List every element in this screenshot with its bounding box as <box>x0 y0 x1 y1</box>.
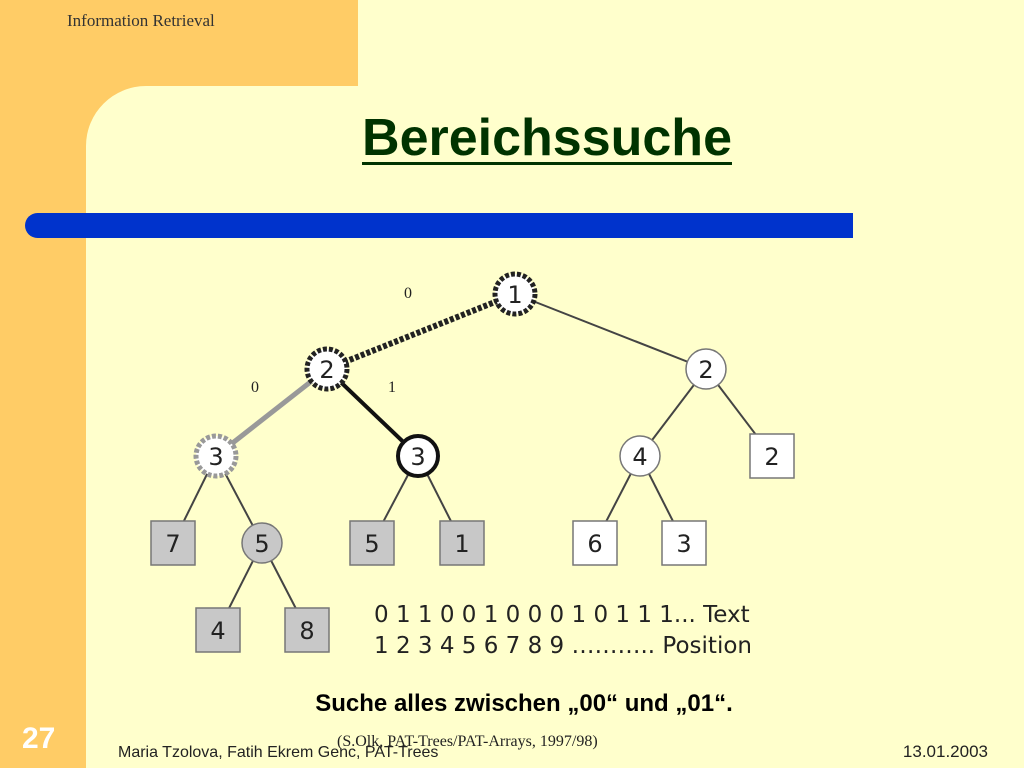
footer-authors: Maria Tzolova, Fatih Ekrem Genc, PAT-Tre… <box>118 744 439 761</box>
leaf-label: 6 <box>587 530 602 558</box>
tree-node <box>193 433 239 479</box>
title-divider-bar <box>25 213 853 238</box>
content-corner-curve <box>86 86 206 206</box>
text-bit-row: 0 1 1 0 0 1 0 0 0 1 0 1 1 1... Text <box>374 602 750 628</box>
node-label: 5 <box>254 530 269 558</box>
tree-leaf <box>749 433 795 479</box>
edge-label: 0 <box>251 379 259 396</box>
leaf-label: 8 <box>299 617 314 645</box>
leaf-label: 5 <box>364 530 379 558</box>
tree-node <box>396 434 440 478</box>
tree-leaf <box>195 607 241 653</box>
node-label: 1 <box>507 281 522 309</box>
leaf-label: 1 <box>454 530 469 558</box>
course-title: Information Retrieval <box>67 11 215 30</box>
node-label: 3 <box>208 443 223 471</box>
node-label: 2 <box>319 356 334 384</box>
slide-number: 27 <box>22 722 56 755</box>
slide-title: Bereichssuche <box>362 109 732 167</box>
tree-leaf <box>349 520 395 566</box>
search-path-edge <box>325 291 517 372</box>
tree-leaf <box>284 607 330 653</box>
edge-label: 0 <box>404 285 412 302</box>
tree-edge <box>514 293 707 370</box>
bit-sequence: 0 1 1 0 0 1 0 0 0 1 0 1 1 1... Text 1 2 … <box>374 600 752 662</box>
edge-label: 1 <box>388 379 396 396</box>
leaf-label: 3 <box>676 530 691 558</box>
position-row: 1 2 3 4 5 6 7 8 9 ……….. Position <box>374 633 752 659</box>
node-label: 3 <box>410 443 425 471</box>
leaf-label: 2 <box>764 443 779 471</box>
top-accent-band <box>0 0 358 86</box>
node-label: 4 <box>632 443 647 471</box>
node-label: 2 <box>698 356 713 384</box>
search-path-edge-00 <box>214 367 329 458</box>
leaf-label: 4 <box>210 617 225 645</box>
tree-node <box>619 435 661 477</box>
tree-leaf <box>150 520 196 566</box>
leaf-label: 7 <box>165 530 180 558</box>
tree-leaf <box>661 520 707 566</box>
tree-leaf <box>572 520 618 566</box>
query-caption: Suche alles zwischen „00“ und „01“. <box>315 690 733 717</box>
left-accent-band <box>0 0 86 768</box>
tree-node <box>685 348 727 390</box>
tree-node-root <box>492 271 538 317</box>
footer-date: 13.01.2003 <box>902 742 988 761</box>
tree-node <box>304 346 350 392</box>
tree-leaf <box>439 520 485 566</box>
citation: (S.Olk, PAT-Trees/PAT-Arrays, 1997/98) <box>337 733 598 750</box>
tree-node <box>241 522 283 564</box>
